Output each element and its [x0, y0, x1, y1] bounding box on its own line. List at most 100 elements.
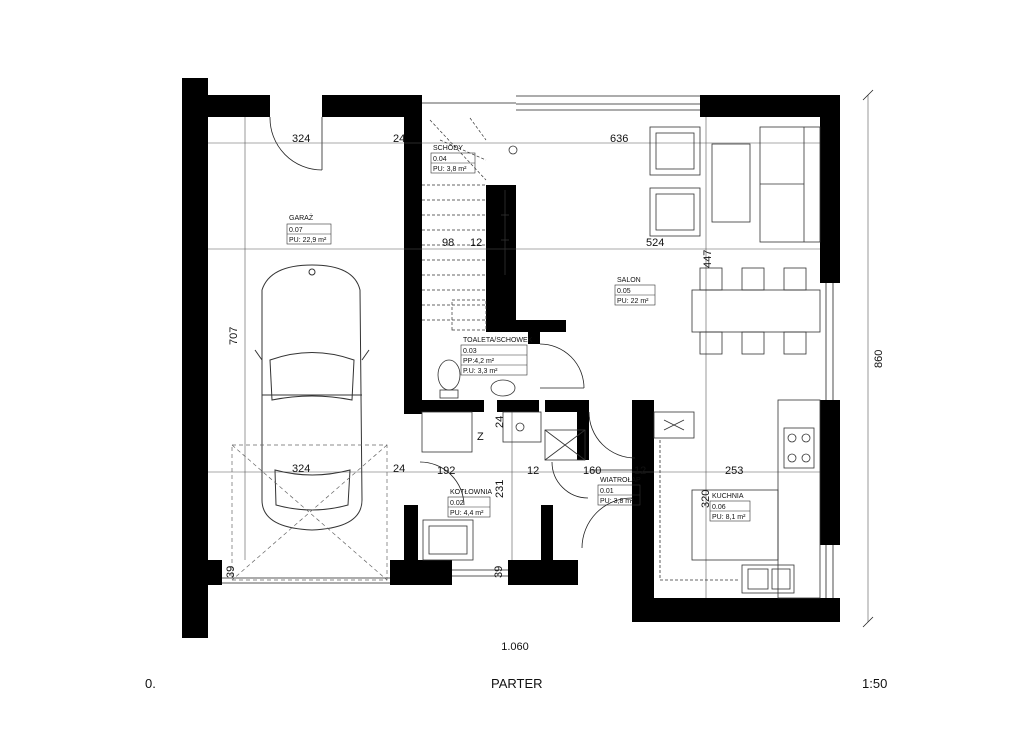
stairs [422, 117, 487, 331]
room-area: PU: 3,8 m² [433, 166, 467, 173]
room-label-toaleta: TOALETA/SCHOWEK 0.03 PP:4,2 m² P.U: 3,3 … [460, 337, 533, 376]
room-area: PU: 22,9 m² [289, 237, 327, 244]
room-area: PU: 8,1 m² [712, 514, 746, 521]
utility-cabinet [502, 411, 542, 443]
sheet-title: PARTER [491, 676, 543, 691]
room-name: SCHODY [433, 145, 463, 152]
sanitary-fixtures [421, 359, 586, 561]
dim-wall-12c: 12 [634, 465, 646, 477]
room-number: 0.06 [712, 504, 726, 511]
kitchen-column [653, 411, 695, 439]
dim-boiler-depth: 231 [494, 480, 506, 498]
room-name: KOTŁOWNIA [450, 489, 492, 496]
vestibule-door-swing [588, 411, 636, 459]
dimension-lines [208, 95, 869, 622]
dim-overall-height: 860 [873, 350, 885, 368]
room-name: GARAŻ [289, 213, 314, 222]
boiler-unit [422, 519, 474, 561]
sheet-number: 0. [145, 676, 156, 691]
room-number: 0.04 [433, 156, 447, 163]
wall-right-upper [820, 95, 840, 283]
dim-wall-24b: 24 [393, 463, 405, 475]
wall-toilet-bottom-mid [497, 400, 539, 412]
kitchen-furniture [653, 399, 821, 599]
room-label-kuchnia: KUCHNIA 0.06 PU: 8,1 m² [709, 493, 751, 522]
room-number: 0.05 [617, 288, 631, 295]
dim-garage-width-top: 324 [292, 133, 310, 145]
living-furniture [649, 126, 821, 355]
walls [182, 78, 840, 638]
dim-overall-width: 1.060 [501, 641, 529, 653]
room-number: 0.07 [289, 227, 303, 234]
wall-kitchen-bottom-corner [820, 598, 840, 622]
dim-garage-width-bottom: 324 [292, 463, 310, 475]
wall-bottom-boiler [390, 560, 452, 585]
chimney-mark: Z [477, 431, 484, 443]
hall-door-swing [551, 461, 589, 499]
wall-right-lower [820, 400, 840, 545]
room-label-schody: SCHODY 0.04 PU: 3,8 m² [430, 145, 476, 174]
car-outline [254, 264, 370, 531]
armchair-top [649, 126, 701, 176]
dim-kitchen-depth: 320 [700, 490, 712, 508]
room-name: SALON [617, 277, 641, 284]
dim-boiler-width: 192 [437, 465, 455, 477]
room-number: 0.03 [463, 348, 477, 355]
wall-toilet-stub [528, 332, 540, 344]
toilet-sink [490, 379, 516, 397]
dim-living-width: 636 [610, 133, 628, 145]
kitchen-sink [741, 564, 795, 594]
wall-stair-bottom [486, 320, 566, 332]
room-area: PU: 4,4 m² [450, 510, 484, 517]
room-label-salon: SALON 0.05 PU: 22 m² [614, 277, 656, 306]
room-name: TOALETA/SCHOWEK [463, 337, 533, 344]
wall-top-garage-right [322, 95, 422, 117]
dim-wall-12b: 12 [527, 465, 539, 477]
dim-sill-left: 39 [225, 566, 237, 578]
dim-living-524: 524 [646, 237, 664, 249]
wall-kitchen-bottom [654, 598, 840, 622]
doors [269, 116, 636, 549]
room-label-garaz: GARAŻ 0.07 PU: 22,9 m² [286, 213, 332, 245]
wall-top-right [700, 95, 840, 117]
room-area: PU: 22 m² [617, 298, 649, 305]
wall-stair-core [486, 185, 516, 330]
entrance-door-swing [581, 497, 633, 549]
room-name: WIATROŁAP [600, 477, 641, 484]
dim-hall-width: 160 [583, 465, 601, 477]
dim-garage-depth: 707 [228, 327, 240, 345]
wall-garage-stairs [404, 117, 422, 414]
room-area: PU: 3,8 m² [600, 498, 634, 505]
dim-wall-12a: 12 [470, 237, 482, 249]
garage-door-swing [269, 116, 323, 171]
room-name: KUCHNIA [712, 493, 744, 500]
toilet-bowl [437, 359, 461, 391]
room-area-pu: P.U: 3,3 m² [463, 368, 498, 375]
dining-table [691, 289, 821, 333]
vent-shaft [544, 429, 586, 461]
room-number: 0.01 [600, 488, 614, 495]
coffee-table [711, 143, 751, 223]
wall-garage-bottom-left [208, 560, 222, 585]
armchair-bottom [649, 187, 701, 237]
dim-sill-mid: 39 [493, 566, 505, 578]
sheet-scale: 1:50 [862, 676, 888, 691]
wall-vestibule-right [632, 400, 654, 622]
wall-left-outer [182, 78, 208, 638]
cooktop [783, 427, 815, 469]
wall-toilet-bottom-left [422, 400, 484, 412]
dim-wall-24v: 24 [494, 416, 506, 428]
chimney-block [421, 411, 473, 453]
dim-wall-top: 24 [393, 133, 405, 145]
dim-447: 447 [702, 250, 714, 268]
wall-bottom-mid [508, 560, 578, 585]
sofa [759, 126, 821, 243]
room-label-kotlownia: KOTŁOWNIA 0.02 PU: 4,4 m² [447, 489, 492, 518]
room-number: 0.02 [450, 500, 464, 507]
windows [222, 95, 834, 598]
wall-top-garage-left [208, 95, 270, 117]
toilet-door-swing [539, 343, 585, 389]
room-area-pp: PP:4,2 m² [463, 358, 495, 365]
dim-stair-width: 98 [442, 237, 454, 249]
